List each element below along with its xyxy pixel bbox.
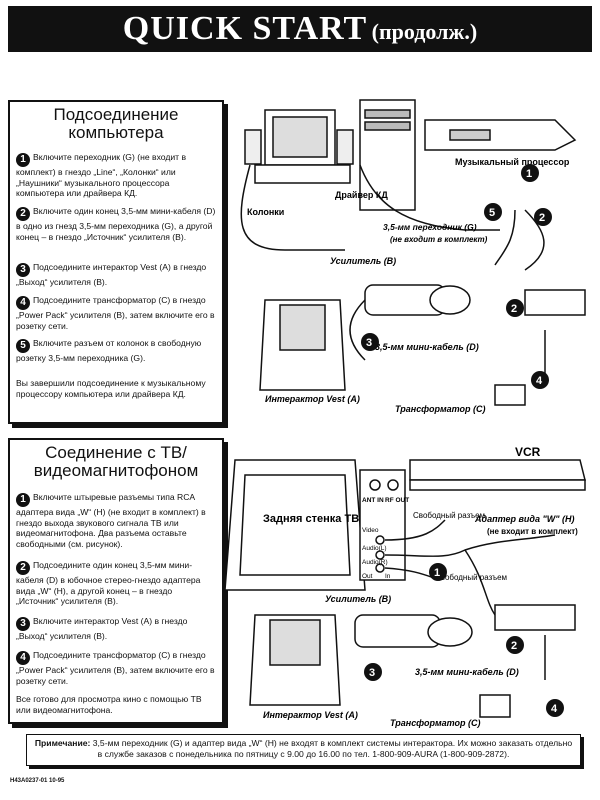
banner-title: QUICK START: [122, 10, 368, 47]
svg-text:4: 4: [551, 703, 558, 715]
amplifier-label: Усилитель (B): [330, 256, 396, 266]
svg-text:5: 5: [489, 207, 495, 219]
diagram2-markers: 1 2 3 4: [364, 563, 564, 717]
svg-text:2: 2: [511, 303, 517, 315]
s1-closing: Вы завершили подсоединение к музыкальном…: [16, 378, 206, 399]
s2-closing: Все готово для просмотра кино с помощью …: [16, 694, 202, 715]
cd-driver-label: Драйвер КД: [335, 190, 388, 200]
svg-text:1: 1: [434, 567, 440, 579]
note-label: Примечание:: [34, 738, 91, 748]
audio-l-label: Audio(L): [362, 545, 387, 552]
svg-text:2: 2: [511, 640, 517, 652]
rf-label: RF OUT: [385, 497, 409, 504]
transformer-label: Трансформатор (C): [395, 404, 485, 414]
svg-text:1: 1: [526, 168, 532, 180]
vcr-label: VCR: [515, 445, 541, 459]
w-adapter-note: (не входит в комплект): [487, 527, 578, 536]
music-processor-label: Музыкальный процессор: [455, 157, 570, 167]
in-label: In: [385, 573, 391, 580]
adapter-label: 3,5-мм переходник (G): [383, 222, 477, 232]
speakers-label: Колонки: [247, 207, 284, 217]
ant-label: ANT IN: [362, 497, 384, 504]
free-jack-1-label: Свободный разъем: [413, 511, 485, 520]
note-text: 3,5-мм переходник (G) и адаптер вида „W“…: [92, 738, 573, 759]
minicable-label-2: 3,5-мм мини-кабель (D): [415, 667, 519, 677]
tv-back-label: Задняя стенка ТВ: [263, 513, 359, 525]
computer-connection-diagram: Колонки Драйвер КД Музыкальный процессор…: [240, 99, 586, 414]
transformer-label-2: Трансформатор (C): [390, 718, 480, 728]
vest-label: Интерактор Vest (A): [265, 394, 360, 404]
banner-subtitle: (продолж.): [371, 19, 478, 44]
tv-connection-diagram: VCR Задняя стенка ТВ ANT IN RF OUT Video…: [225, 445, 586, 728]
svg-text:2: 2: [539, 212, 545, 224]
video-label: Video: [362, 527, 379, 534]
out-label: Out: [362, 573, 373, 580]
diagram1-markers: 1 2 3 4 5 2: [361, 164, 552, 389]
section1-title: Подсоединение компьютера: [53, 105, 179, 142]
audio-r-label: Audio(R): [362, 559, 388, 566]
minicable-label: 3,5-мм мини-кабель (D): [375, 342, 479, 352]
svg-text:3: 3: [366, 337, 372, 349]
amplifier-label-2: Усилитель (B): [325, 594, 391, 604]
adapter-note: (не входит в комплект): [390, 235, 488, 244]
vest-label-2: Интерактор Vest (A): [263, 710, 358, 720]
svg-text:4: 4: [536, 375, 543, 387]
w-adapter-label: Адаптер вида "W" (H): [474, 514, 574, 524]
svg-text:3: 3: [369, 667, 375, 679]
document-code: H43A0237-01 10-95: [10, 778, 65, 784]
quick-start-banner: QUICK START (продолж.): [8, 6, 592, 52]
section2-title: Соединение с ТВ/видеомагнитофоном: [33, 443, 199, 480]
footnote-box: Примечание: 3,5-мм переходник (G) и адап…: [26, 734, 581, 766]
free-jack-2-label: Свободный разъем: [435, 573, 507, 582]
